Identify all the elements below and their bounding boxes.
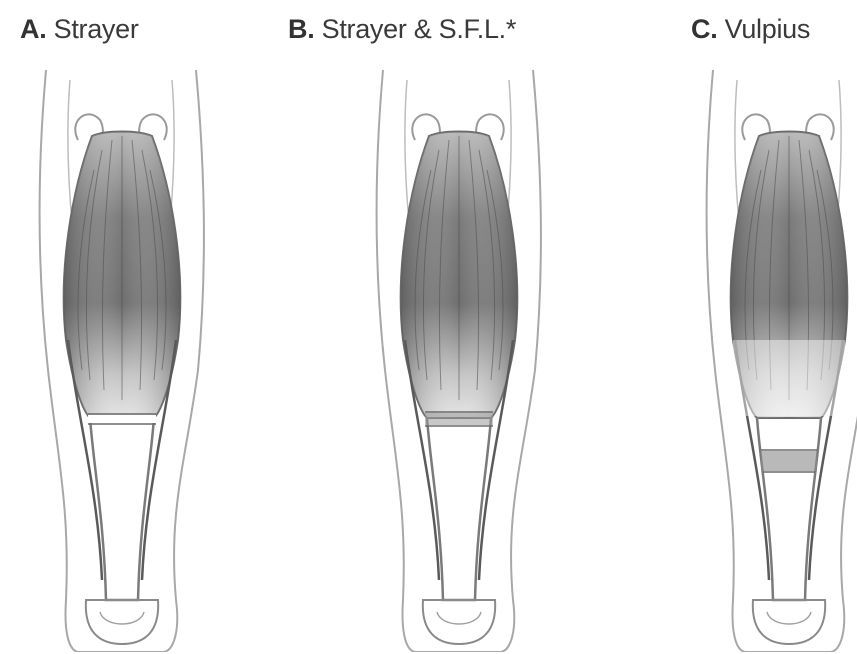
- recession-band: [425, 412, 493, 426]
- calf-muscle-illustration: [675, 40, 857, 652]
- panel-letter: B.: [288, 14, 314, 44]
- calf-muscle-illustration: [345, 40, 575, 652]
- recession-band: [761, 450, 817, 472]
- panel-strayer: A. Strayer: [0, 0, 286, 654]
- panel-strayer-sfl: B. Strayer & S.F.L.*: [285, 0, 571, 654]
- calf-muscle-illustration: [8, 40, 238, 652]
- recession-band: [88, 414, 156, 424]
- panel-vulpius: C. Vulpius: [571, 0, 857, 654]
